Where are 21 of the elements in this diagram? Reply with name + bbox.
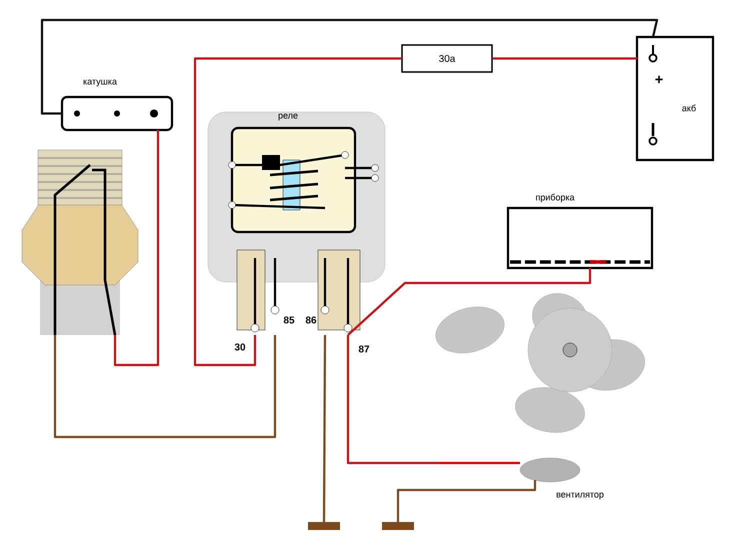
connector-label: катушка (84, 80, 117, 86)
wire (347, 268, 592, 336)
wire (40, 18, 658, 115)
wire (492, 57, 637, 60)
fuse-box: 30a (401, 44, 493, 73)
wire (322, 334, 326, 522)
pin-number: 87 (358, 345, 370, 353)
pin-number: 85 (284, 316, 294, 324)
ground-symbol (382, 522, 414, 530)
pin-number: 30 (234, 343, 246, 351)
panel-label: приборка (536, 194, 575, 202)
ground-symbol (308, 522, 340, 530)
fan-label: вентилятор (556, 492, 604, 500)
wire (346, 335, 440, 464)
pin-number: 86 (306, 316, 316, 324)
wire (54, 335, 276, 438)
temperature-sensor-drawing (22, 150, 138, 336)
plus-sign: + (655, 76, 663, 84)
wire (396, 480, 536, 522)
battery-label: акб (682, 104, 696, 112)
wire (114, 130, 160, 366)
